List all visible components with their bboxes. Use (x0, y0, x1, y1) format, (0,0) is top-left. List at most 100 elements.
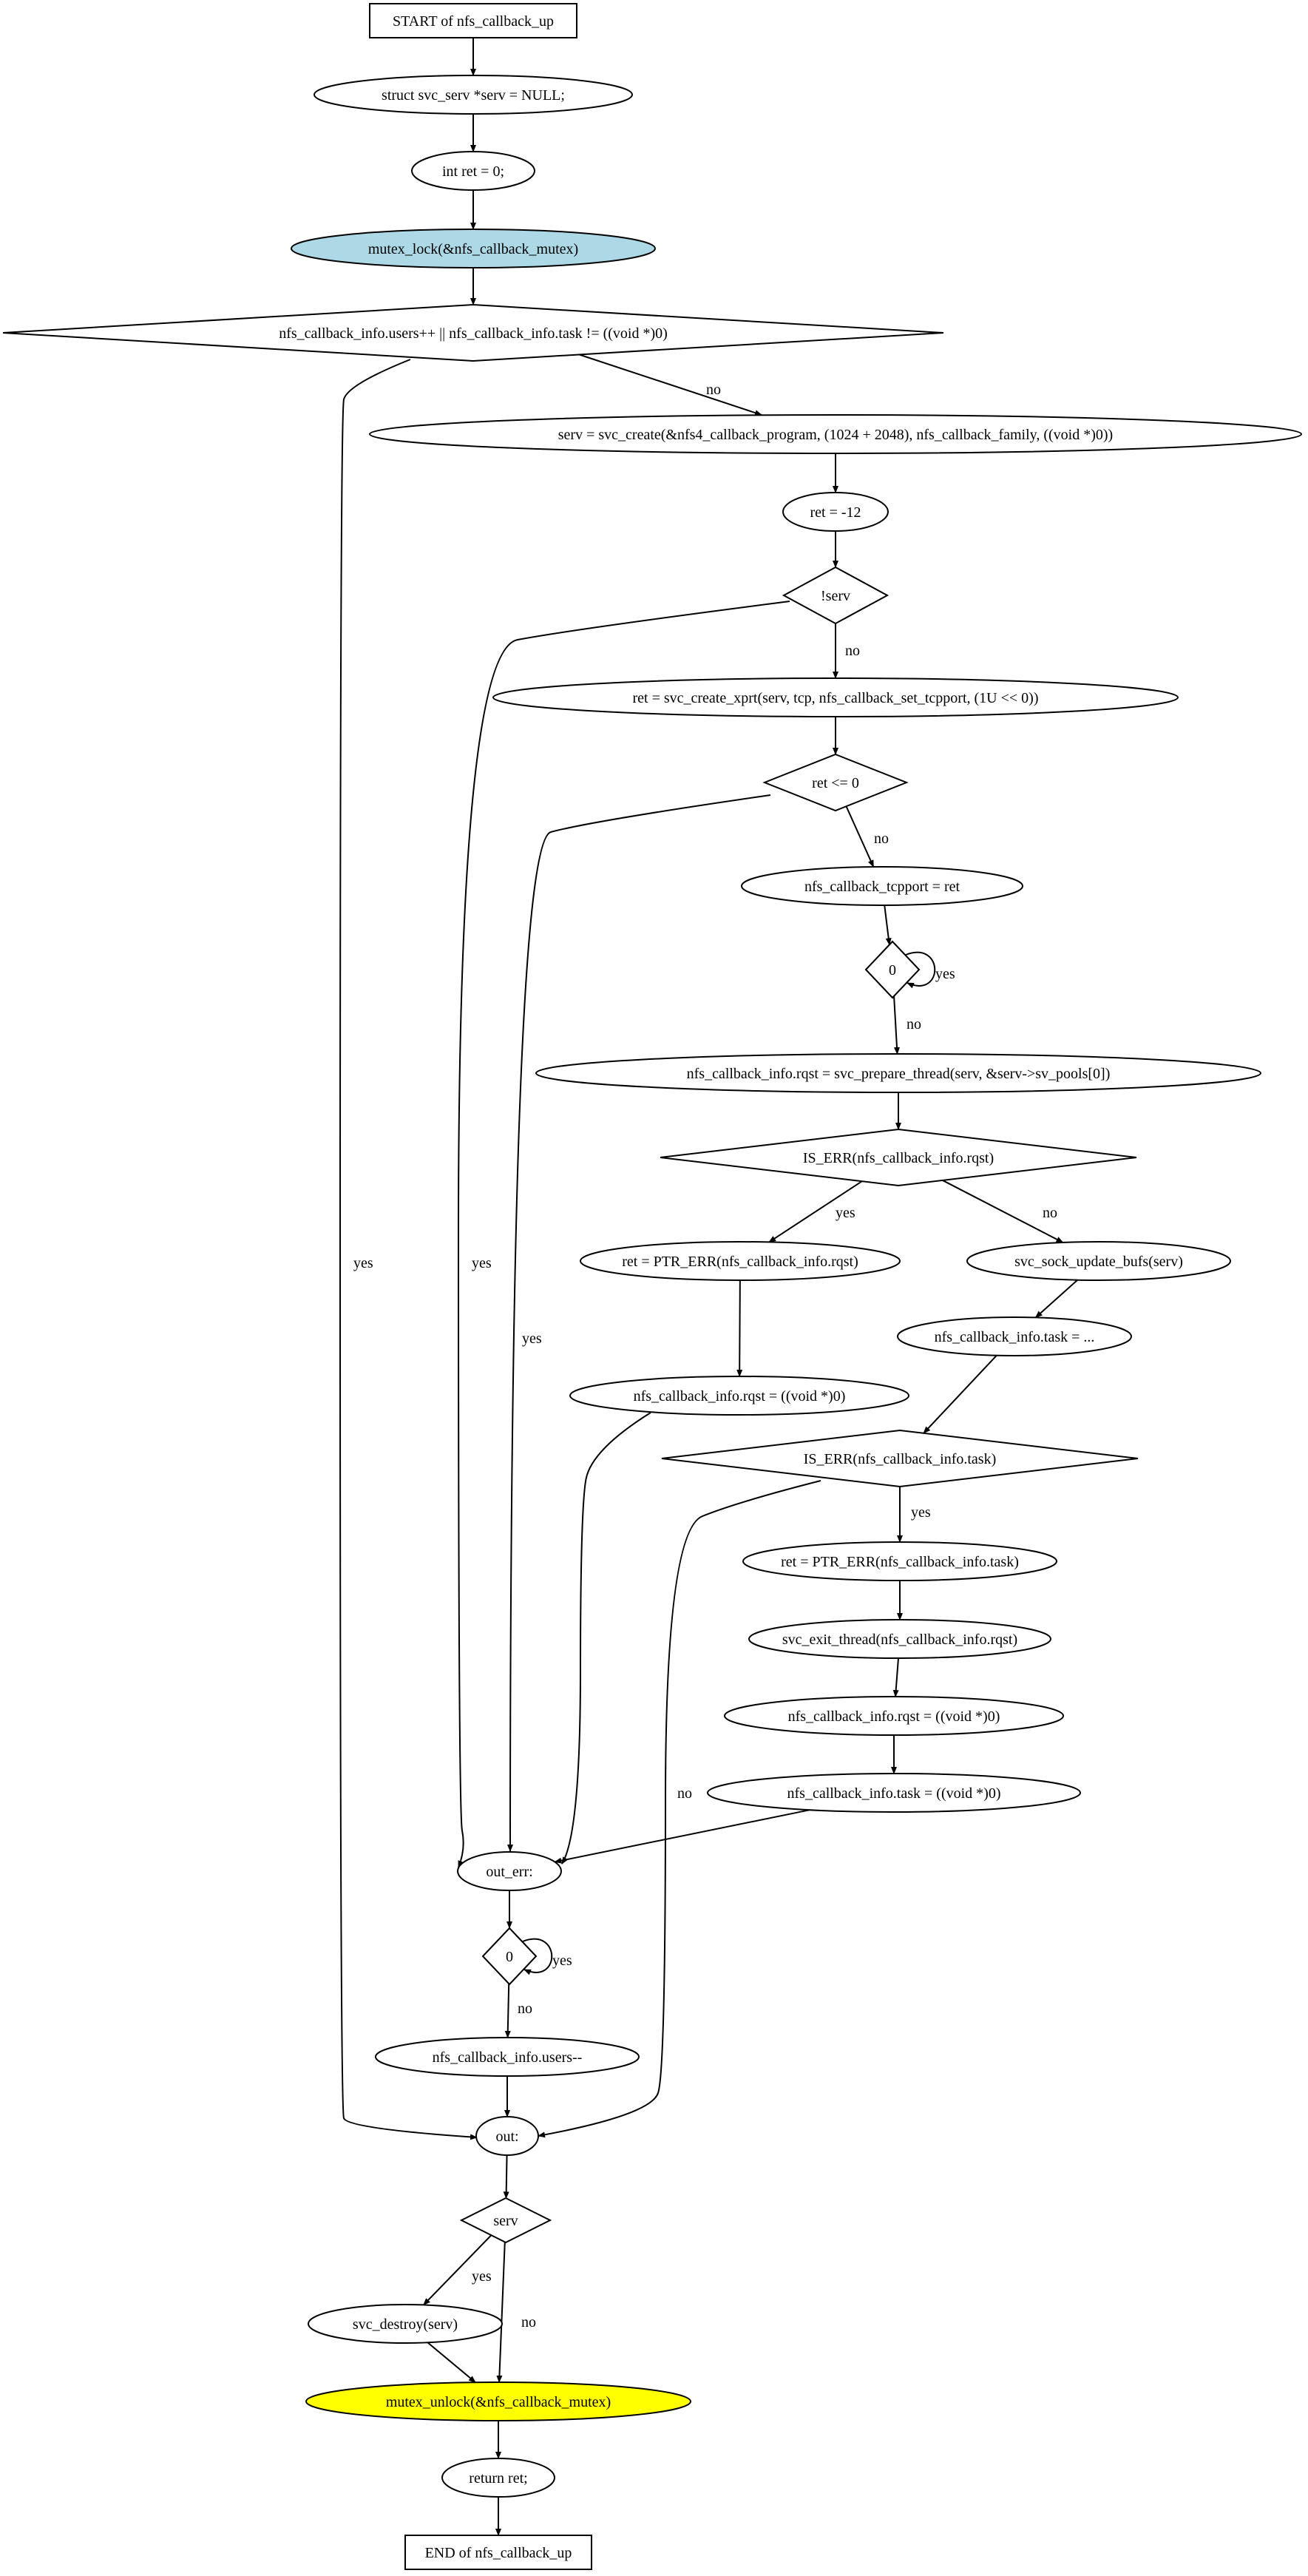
node-label: svc_sock_update_bufs(serv) (1014, 1254, 1183, 1270)
edge-arrow (768, 1180, 863, 1243)
node-label: nfs_callback_tcpport = ret (804, 879, 960, 895)
edge-arrow (561, 1412, 651, 1865)
edge-arrow (736, 1279, 743, 1377)
node-label: nfs_callback_info.task = ((void *)0) (787, 1785, 1001, 1802)
edge-out-to-cond_serv2 (503, 2154, 509, 2200)
node-label: IS_ERR(nfs_callback_info.rqst) (803, 1150, 994, 1166)
ellipse-shape (457, 1851, 562, 1891)
node-cond-serv2: serv (459, 2197, 552, 2244)
node-rqst-null2: nfs_callback_info.rqst = ((void *)0) (724, 1696, 1064, 1736)
node-label: out_err: (486, 1864, 532, 1880)
edge-label-yes: yes (472, 1255, 492, 1271)
node-label: nfs_callback_info.rqst = ((void *)0) (634, 1388, 846, 1404)
edge-label-no: no (518, 2001, 532, 2017)
edge-label-no: no (874, 831, 889, 847)
node-create-xprt: ret = svc_create_xprt(serv, tcp, nfs_cal… (492, 677, 1179, 717)
node-cond-zero1: 0 (864, 940, 921, 999)
edge-arrow (569, 351, 762, 416)
node-mutex-lock: mutex_lock(&nfs_callback_mutex) (291, 229, 656, 268)
node-ret-ptrerr-rqst: ret = PTR_ERR(nfs_callback_info.rqst) (580, 1241, 901, 1281)
edge-cond_serv2-to-svc_destroy: yes (423, 2234, 492, 2306)
ellipse-shape (475, 2116, 539, 2156)
node-label: mutex_lock(&nfs_callback_mutex) (368, 241, 578, 257)
node-out-err: out_err: (457, 1851, 562, 1891)
edge-ret_ptrerr_rqst-to-rqst_null1 (736, 1279, 743, 1377)
box-shape (369, 3, 577, 38)
edge-label-no: no (706, 382, 721, 398)
node-out: out: (475, 2116, 539, 2156)
edge-arrow (503, 2154, 509, 2200)
edge-label-yes: yes (552, 1953, 572, 1969)
edge-rqst_null1-to-out_err (561, 1412, 651, 1865)
node-label: ret = -12 (810, 504, 861, 521)
diamond-shape (762, 753, 909, 812)
edge-label-yes: yes (911, 1504, 931, 1521)
edge-label-no: no (521, 2314, 536, 2330)
node-label: nfs_callback_info.users-- (433, 2049, 583, 2066)
node-decl-serv: struct svc_serv *serv = NULL; (314, 75, 633, 115)
edge-cond_ret_le0-to-out_err: yes (507, 794, 771, 1852)
node-return-ret: return ret; (441, 2458, 555, 2498)
edge-cond_zero1-to-cond_zero1: yes (905, 951, 955, 989)
edge-cond_serv2-to-mutex_unlock: no (496, 2242, 536, 2383)
node-label: 0 (506, 1949, 513, 1965)
node-label: ret <= 0 (812, 775, 859, 791)
edge-arrow (423, 2234, 492, 2306)
edge-arrow (496, 2242, 506, 2383)
node-cond-zero2: 0 (481, 1927, 538, 1986)
ellipse-shape (966, 1241, 1231, 1281)
edge-svc_destroy-to-mutex_unlock (427, 2342, 476, 2383)
ellipse-shape (782, 492, 889, 532)
node-label: nfs_callback_info.users++ || nfs_callbac… (279, 325, 668, 342)
edge-cond_users-to-svc_create: no (569, 351, 762, 416)
node-svc-create: serv = svc_create(&nfs4_callback_program… (369, 414, 1302, 454)
ellipse-shape (411, 151, 535, 191)
node-mutex-unlock: mutex_unlock(&nfs_callback_mutex) (305, 2381, 691, 2421)
edge-cond_zero1-to-prepare_thread: no (893, 995, 921, 1055)
edge-label-yes: yes (836, 1205, 855, 1221)
ellipse-shape (314, 75, 633, 115)
diamond-shape (660, 1128, 1137, 1187)
edge-cond_serv-to-create_xprt: no (833, 623, 860, 679)
node-prepare-thread: nfs_callback_info.rqst = svc_prepare_thr… (535, 1053, 1261, 1093)
edge-arrow (893, 995, 900, 1055)
edge-cond_zero2-to-cond_zero2: yes (522, 1938, 572, 1975)
node-ret-m12: ret = -12 (782, 492, 889, 532)
edge-label-yes: yes (935, 966, 955, 982)
ellipse-shape (369, 414, 1302, 454)
node-label: out: (495, 2129, 518, 2145)
ellipse-shape (492, 677, 1179, 717)
node-cond-iserr-task: IS_ERR(nfs_callback_info.task) (661, 1429, 1139, 1488)
edge-arrow (923, 1355, 997, 1434)
edge-arrow (507, 794, 771, 1852)
node-label: ret = PTR_ERR(nfs_callback_info.rqst) (622, 1254, 858, 1270)
node-label: START of nfs_callback_up (393, 13, 554, 30)
edge-arrow (538, 1480, 821, 2138)
ellipse-shape (375, 2037, 640, 2077)
edge-arrow (554, 1809, 810, 1864)
node-label: nfs_callback_info.task = ... (935, 1329, 1095, 1345)
node-sock-update: svc_sock_update_bufs(serv) (966, 1241, 1231, 1281)
edge-cond_serv-to-out_err: yes (457, 601, 790, 1868)
edge-arrow (427, 2342, 476, 2383)
ellipse-shape (441, 2458, 555, 2498)
node-label: svc_destroy(serv) (353, 2316, 458, 2333)
diamond-shape (2, 303, 944, 362)
edge-tcpport-to-cond_zero1 (884, 905, 892, 946)
ellipse-shape (535, 1053, 1261, 1093)
ellipse-shape (742, 1541, 1057, 1581)
node-label: struct svc_serv *serv = NULL; (382, 87, 565, 104)
ellipse-shape (897, 1316, 1132, 1356)
edge-label-no: no (677, 1785, 692, 1802)
edge-cond_ret_le0-to-tcpport: no (845, 805, 889, 868)
ellipse-shape (724, 1696, 1064, 1736)
edge-arrow (942, 1180, 1064, 1243)
ellipse-shape (741, 866, 1023, 906)
edge-task_assign-to-cond_iserr_task (923, 1355, 997, 1434)
edge-arrow (339, 359, 478, 2140)
edge-arrow (892, 1657, 899, 1697)
edge-arrow (905, 951, 936, 989)
node-label: ret = svc_create_xprt(serv, tcp, nfs_cal… (632, 690, 1038, 706)
